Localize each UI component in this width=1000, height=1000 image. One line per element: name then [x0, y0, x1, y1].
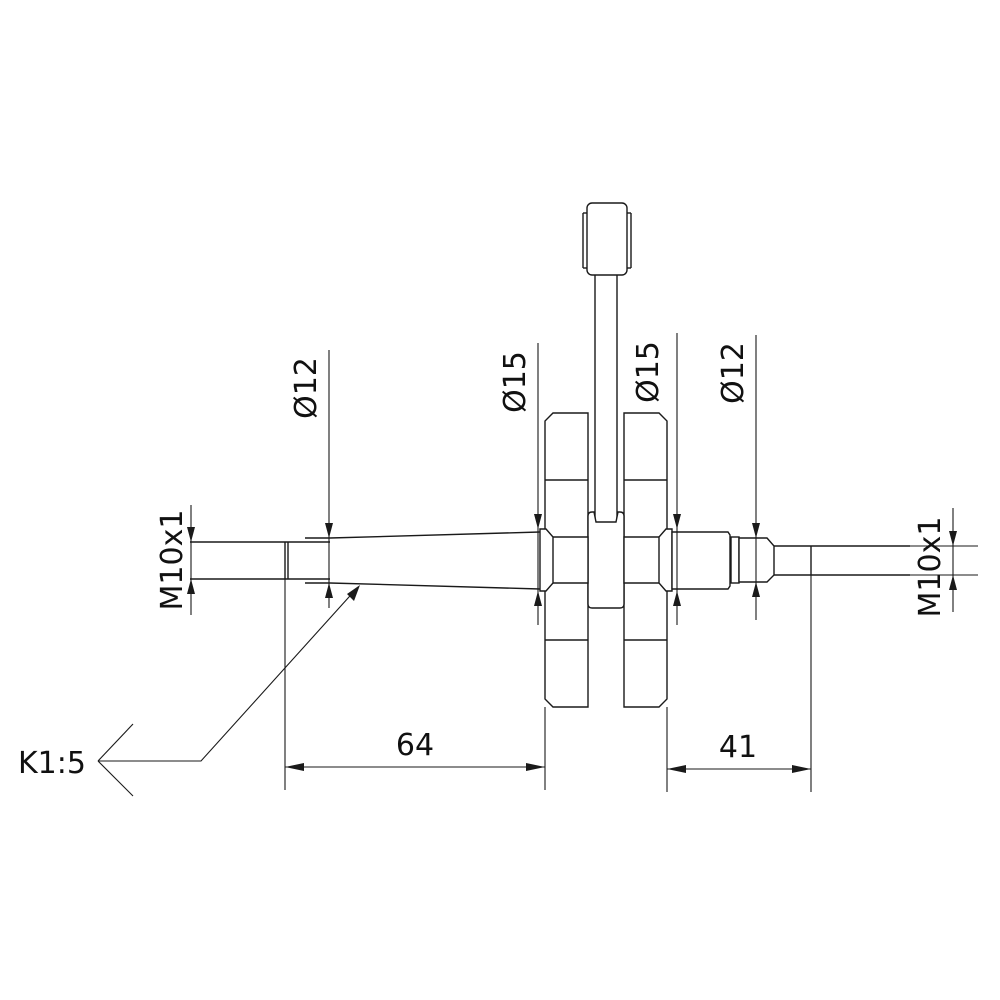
- lever: [582, 202, 632, 520]
- right-diameter-label: Ø12: [716, 342, 751, 404]
- dim-right-length: 41: [666, 575, 812, 792]
- left-thread-label: M10x1: [155, 510, 190, 611]
- dim-left-thread: M10x1: [155, 505, 195, 615]
- right-length-label: 41: [719, 730, 757, 765]
- left-diameter-label: Ø12: [289, 357, 324, 419]
- hub: [539, 511, 673, 609]
- dim-right-diameter: Ø12: [716, 335, 760, 620]
- dim-left-diameter: Ø12: [289, 350, 333, 608]
- taper-callout: K1:5: [18, 585, 360, 797]
- left-length-label: 64: [396, 728, 434, 763]
- left-wheel-diameter-label: Ø15: [498, 351, 533, 413]
- dim-left-length: 64: [284, 579, 546, 790]
- taper-label: K1:5: [18, 746, 86, 781]
- right-thread-label: M10x1: [913, 517, 948, 618]
- right-wheel-diameter-label: Ø15: [631, 341, 666, 403]
- dim-right-thread: M10x1: [910, 508, 978, 617]
- right-shaft: [671, 531, 910, 590]
- dim-right-wheel-diameter: Ø15: [631, 333, 681, 625]
- dim-left-wheel-diameter: Ø15: [498, 343, 542, 625]
- left-shaft: [190, 531, 541, 590]
